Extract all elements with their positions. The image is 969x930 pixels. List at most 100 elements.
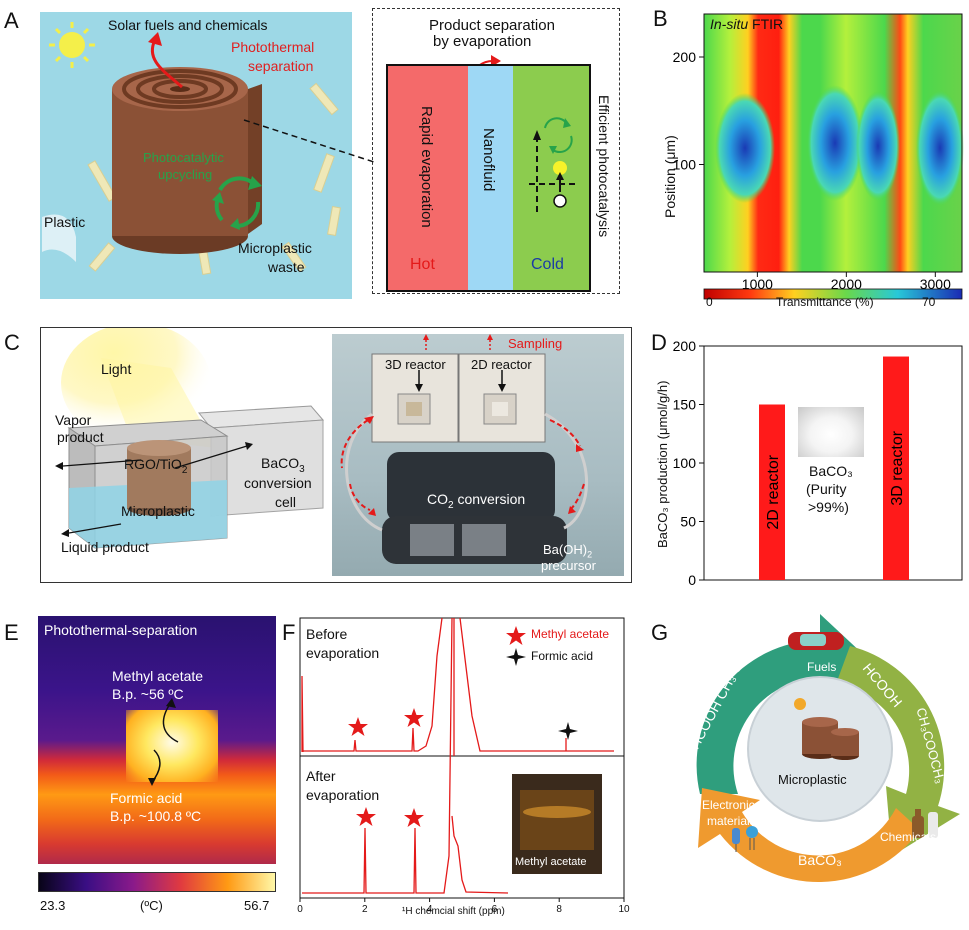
thermal-colorbar xyxy=(38,872,276,892)
bar-ytick-label: 200 xyxy=(673,338,697,354)
bar-ytick-label: 150 xyxy=(673,397,697,413)
colorbar-label: Transmittance (%) xyxy=(776,295,874,309)
in-situ-italic: In-situ xyxy=(710,16,749,32)
bar-1 xyxy=(883,356,909,580)
panel-b-ylabel: Position (μm) xyxy=(662,135,678,218)
ftir-title: In-situ FTIR xyxy=(710,16,783,32)
sampling-label: Sampling xyxy=(508,336,563,351)
bar-category-label: 2D reactor xyxy=(765,454,782,529)
nmr-xtick-label: 6 xyxy=(492,904,498,915)
evaporation-path-icon xyxy=(148,698,179,786)
vapor-label: Vapor xyxy=(55,412,92,428)
sun-icon xyxy=(49,22,95,68)
sun-small-icon xyxy=(794,698,806,710)
panel-f-nmr-spectra: 0 2 4 6 8 10 xyxy=(297,617,630,915)
efficient-photocatalysis-label: Efficient photocatalysis xyxy=(596,95,612,238)
cell-label: cell xyxy=(275,494,297,510)
colorbar-max: 70 xyxy=(922,295,936,309)
legend-formic-acid: Formic acid xyxy=(531,649,594,663)
legend-methyl-acetate: Methyl acetate xyxy=(531,627,610,641)
photocatalysis-cycle-icon xyxy=(529,117,579,216)
before-label: Before xyxy=(306,626,348,642)
conversion-label: conversion xyxy=(244,475,312,491)
formic-acid-bp-label: Formic acid xyxy=(110,790,183,806)
nmr-xtick-label: 0 xyxy=(297,904,303,915)
co2-conversion-label: CO2 conversion xyxy=(427,491,526,511)
thermal-cb-min: 23.3 xyxy=(40,898,66,913)
microplastic-c-label: Microplastic xyxy=(121,503,195,519)
baco3-g-label: BaCO₃ xyxy=(798,852,842,868)
nmr-photo-label: Methyl acetate xyxy=(515,856,587,868)
bar-category-label: 3D reactor xyxy=(889,430,906,505)
panel-a-schematic: Product separation by evaporation Rapid … xyxy=(372,8,620,294)
purity-label: (Purity xyxy=(806,481,847,497)
plastic-label: Plastic xyxy=(44,214,86,230)
bottles-icon xyxy=(912,809,938,838)
heatmap-xtick-label: 2000 xyxy=(831,276,862,292)
by-evaporation-label: by evaporation xyxy=(433,33,532,50)
product-separation-label: Product separation xyxy=(429,17,555,34)
hot-zone: Rapid evaporation Hot xyxy=(388,66,468,290)
heatmap-ytick-label: 200 xyxy=(673,49,697,65)
photothermal-label: Photothermal xyxy=(231,39,315,55)
nmr-xtick-label: 4 xyxy=(427,904,433,915)
bar-ytick-label: 50 xyxy=(680,514,696,530)
reactor-photo xyxy=(332,334,624,576)
nanofluid-zone: Nanofluid xyxy=(468,66,513,290)
waste-label: waste xyxy=(268,259,305,275)
cold-zone: Cold xyxy=(513,66,589,290)
before-evaporation-label: evaporation xyxy=(306,645,380,661)
solar-fuels-label: Solar fuels and chemicals xyxy=(108,17,268,33)
panel-c-letter: C xyxy=(4,330,20,355)
zoom-connector-line xyxy=(243,119,375,163)
heatmap-ytick-label: 100 xyxy=(673,157,697,173)
panel-a-illustration: Solar fuels and chemicals Photothermal s… xyxy=(40,12,352,299)
hot-label: Hot xyxy=(410,256,435,273)
heatmap-xtick-label: 1000 xyxy=(742,276,773,292)
electronic-components-icon xyxy=(732,826,758,852)
colorbar-min: 0 xyxy=(706,295,713,309)
microplastic-g-label: Microplastic xyxy=(778,772,847,787)
ftir-title-rest: FTIR xyxy=(748,16,784,32)
car-icon xyxy=(788,632,844,650)
panel-a-letter: A xyxy=(4,8,19,33)
bar-ytick-label: 0 xyxy=(688,572,696,588)
nmr-xtick-label: 2 xyxy=(362,904,368,915)
photocatalytic-label: Photocatalytic xyxy=(143,150,224,165)
nanofluid-label: Nanofluid xyxy=(480,128,497,192)
formic-acid-bp-value: B.p. ~100.8 ºC xyxy=(110,808,202,824)
reactor-schematic xyxy=(55,328,325,550)
baco3-cell-label: BaCO3 xyxy=(261,455,305,475)
reactor-photo-drawing xyxy=(340,334,589,564)
rgo-tio2-label: RGO/TiO2 xyxy=(124,456,188,476)
panel-e-letter: E xyxy=(4,620,19,645)
nmr-xtick-label: 10 xyxy=(618,904,630,915)
nmr-xtick-label: 8 xyxy=(556,904,562,915)
product-label: product xyxy=(57,429,104,445)
after-evaporation-label: evaporation xyxy=(306,787,380,803)
cold-label: Cold xyxy=(531,256,564,273)
panel-f-letter: F xyxy=(282,620,296,645)
rolls-icon xyxy=(802,717,859,760)
light-label: Light xyxy=(101,361,132,377)
rapid-evaporation-label: Rapid evaporation xyxy=(418,106,435,228)
liquid-product-label: Liquid product xyxy=(61,539,149,555)
panel-d-ylabel: BaCO₃ production (μmol/g/h) xyxy=(655,380,670,548)
upcycling-cycle-diagram xyxy=(696,614,960,883)
precursor-label: precursor xyxy=(541,558,596,573)
bar-0 xyxy=(759,404,785,580)
chemicals-label: Chemicals xyxy=(880,830,937,844)
nmr-xlabel: ¹H chemcial shift (ppm) xyxy=(402,906,505,917)
thermal-title: Photothermal-separation xyxy=(44,622,198,638)
3d-reactor-photo-label: 3D reactor xyxy=(385,357,446,372)
panel-c-frame: Light Vapor product RGO/TiO2 BaCO3 conve… xyxy=(40,327,632,583)
fuels-label: Fuels xyxy=(807,660,837,674)
thermal-cb-unit: (ºC) xyxy=(140,898,163,913)
thermal-image xyxy=(38,616,276,864)
purity-value: >99%) xyxy=(808,499,849,515)
thermal-cb-max: 56.7 xyxy=(244,898,270,913)
materials-label: materials xyxy=(707,814,756,828)
2d-reactor-photo-label: 2D reactor xyxy=(471,357,532,372)
